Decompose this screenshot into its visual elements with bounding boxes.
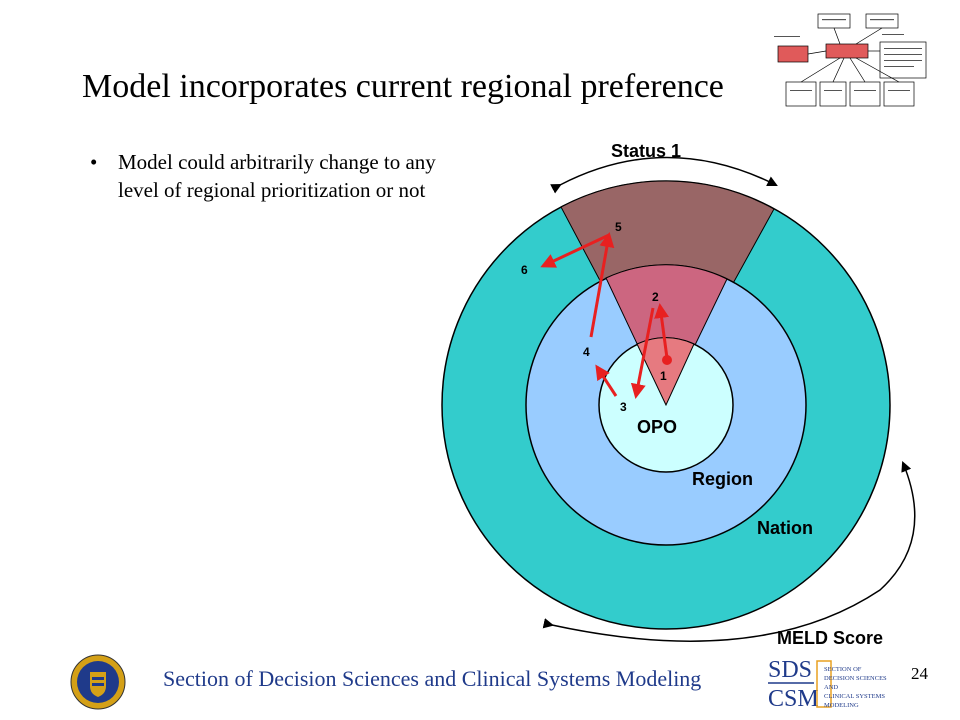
step-label-4: 4 bbox=[583, 345, 590, 359]
step-label-6: 6 bbox=[521, 263, 528, 277]
sds-csm-logo: SDS CSM SECTION OF DECISION SCIENCES AND… bbox=[768, 657, 887, 711]
step-label-3: 3 bbox=[620, 400, 627, 414]
model-schematic-thumbnail bbox=[774, 13, 927, 107]
logo-word-1: SECTION OF bbox=[824, 666, 862, 673]
arrow-1-to-2 bbox=[654, 303, 670, 359]
meld-range-arrow bbox=[542, 461, 916, 642]
step-label-2: 2 bbox=[652, 290, 659, 304]
region-label: Region bbox=[692, 469, 753, 489]
start-point bbox=[662, 355, 672, 365]
meld-score-label: MELD Score bbox=[777, 628, 883, 648]
status1-label: Status 1 bbox=[611, 141, 681, 161]
logo-csm-text: CSM bbox=[768, 686, 819, 711]
bullet-text: Model could arbitrarily change to any le… bbox=[118, 150, 436, 202]
bullet-item: • Model could arbitrarily change to any … bbox=[90, 148, 470, 204]
step-label-1: 1 bbox=[660, 369, 667, 383]
arrow-3-to-4 bbox=[595, 364, 618, 397]
logo-sds-text: SDS bbox=[768, 657, 812, 683]
bullet-marker: • bbox=[90, 150, 98, 174]
status1-range-arrow bbox=[550, 156, 778, 194]
opo-label: OPO bbox=[637, 417, 677, 437]
university-seal-logo bbox=[70, 654, 126, 710]
logo-word-2: DECISION SCIENCES bbox=[824, 675, 887, 682]
arrow-5-to-6 bbox=[540, 233, 610, 268]
nation-label: Nation bbox=[757, 518, 813, 538]
arrow-2-to-3 bbox=[630, 307, 655, 399]
page-number: 24 bbox=[911, 664, 928, 683]
logo-word-3: AND bbox=[824, 684, 838, 691]
step-label-5: 5 bbox=[615, 220, 622, 234]
footer-text: Section of Decision Sciences and Clinica… bbox=[163, 666, 702, 691]
arrow-4-to-5 bbox=[589, 232, 615, 338]
status1-region-wedge bbox=[605, 264, 728, 407]
logo-word-5: MODELING bbox=[824, 702, 859, 709]
logo-word-4: CLINICAL SYSTEMS bbox=[824, 693, 885, 700]
slide-title: Model incorporates current regional pref… bbox=[82, 68, 724, 105]
